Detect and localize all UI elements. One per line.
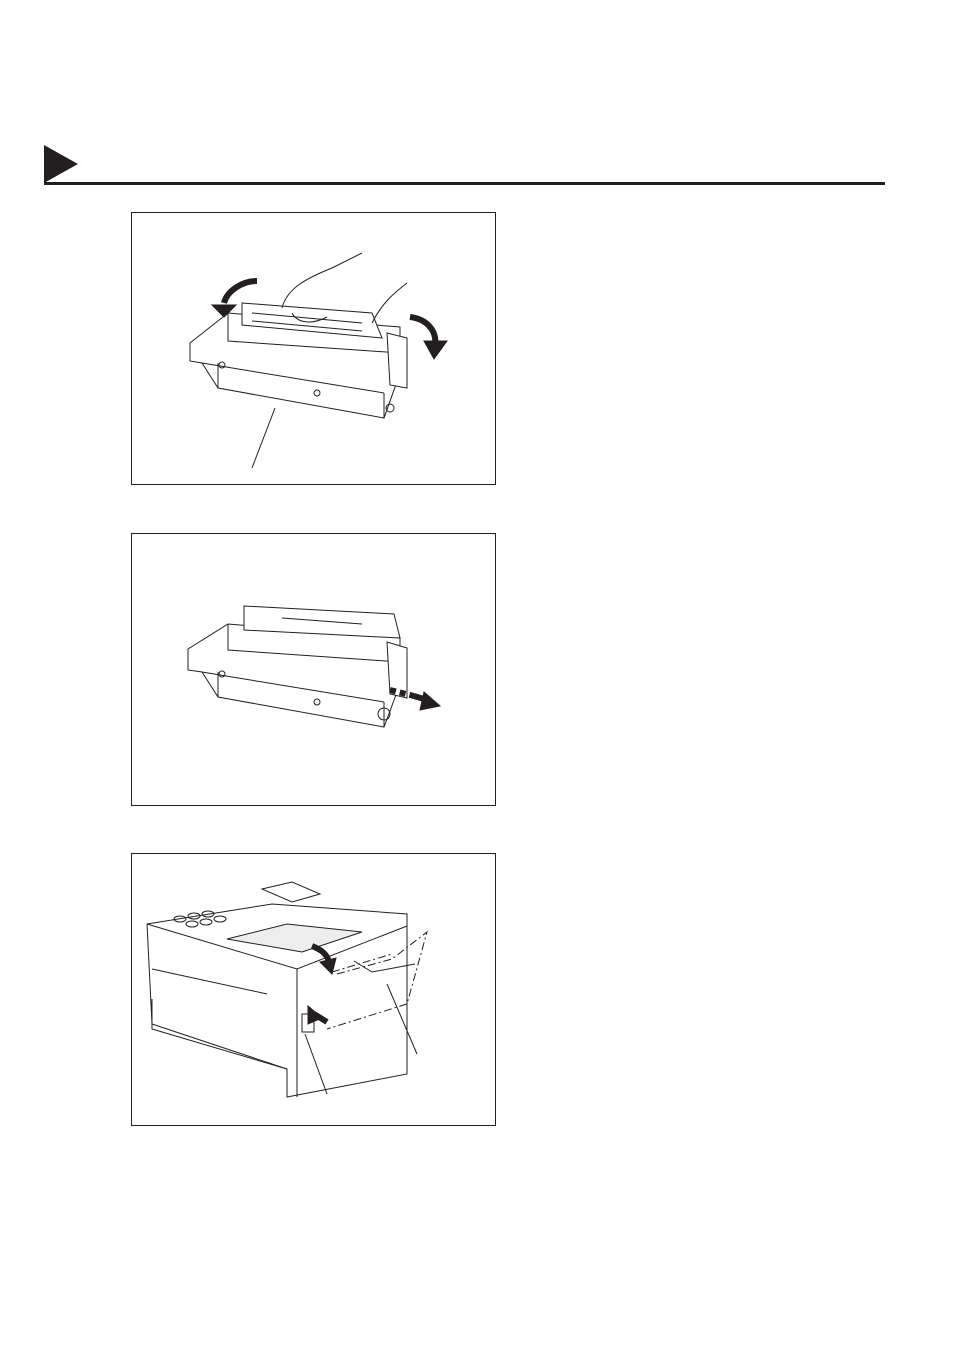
figure-cartridge-seal-pull bbox=[131, 533, 496, 806]
rotate-arrow-left-icon bbox=[224, 281, 257, 303]
figure-fax-side-cover bbox=[131, 853, 496, 1126]
toner-cartridge-seal-pull-illustration bbox=[132, 534, 495, 805]
toner-cartridge-rock-illustration bbox=[132, 213, 495, 484]
section-triangle-icon bbox=[44, 145, 78, 183]
section-rule bbox=[44, 182, 885, 185]
fax-machine-open-side-cover-illustration bbox=[132, 854, 495, 1125]
figure-cartridge-rocking bbox=[131, 212, 496, 485]
pull-arrow-icon bbox=[420, 692, 440, 710]
